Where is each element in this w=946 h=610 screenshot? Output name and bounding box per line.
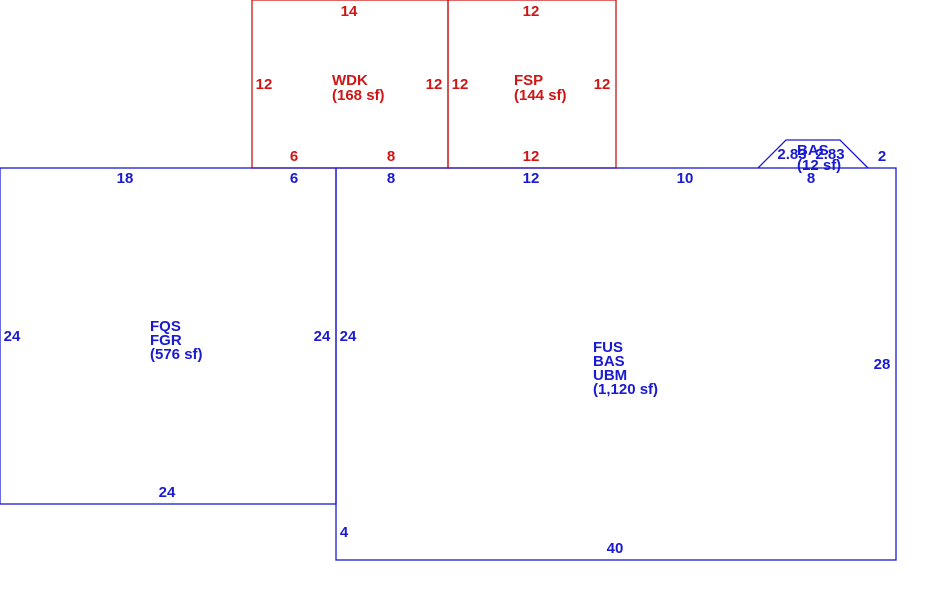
main-dim-top-1: 8 xyxy=(387,170,395,187)
wdk-area-sf: (168 sf) xyxy=(332,87,385,104)
garage-area-code-2: FGR xyxy=(150,332,182,349)
wdk-area-code: WDK xyxy=(332,72,368,89)
main-area-sf: (1,120 sf) xyxy=(593,381,658,398)
garage-dim-right: 24 xyxy=(314,328,331,345)
main-dim-right: 28 xyxy=(874,356,891,373)
garage-area-code-1: FQS xyxy=(150,318,181,335)
main-area-code-2: BAS xyxy=(593,353,625,370)
fsp-dim-top: 12 xyxy=(523,3,540,20)
garage-dim-top-left: 18 xyxy=(117,170,134,187)
main-area-code-3: UBM xyxy=(593,367,627,384)
garage-dim-left: 24 xyxy=(4,328,21,345)
main-area-code-1: FUS xyxy=(593,339,623,356)
main-dim-top-2: 12 xyxy=(523,170,540,187)
fsp-area-code: FSP xyxy=(514,72,543,89)
bay-dim-side: 2 xyxy=(878,148,886,165)
fsp-dim-right: 12 xyxy=(594,76,611,93)
wdk-dim-top: 14 xyxy=(341,3,358,20)
main-dim-left: 24 xyxy=(340,328,357,345)
bay-dim-right: 2.83 xyxy=(815,146,844,163)
bay-dim-left: 2.83 xyxy=(777,146,806,163)
main-dim-left-jog: 4 xyxy=(340,524,349,541)
fsp-dim-left: 12 xyxy=(452,76,469,93)
fsp-area-sf: (144 sf) xyxy=(514,87,567,104)
wdk-dim-left: 12 xyxy=(256,76,273,93)
wdk-dim-bottom-left: 6 xyxy=(290,148,298,165)
fsp-dim-bottom: 12 xyxy=(523,148,540,165)
garage-area-sf: (576 sf) xyxy=(150,346,203,363)
wdk-dim-bottom-right: 8 xyxy=(387,148,395,165)
garage-dim-bottom: 24 xyxy=(159,484,176,501)
wdk-dim-right: 12 xyxy=(426,76,443,93)
main-dim-bottom: 40 xyxy=(607,540,624,557)
garage-dim-top-right: 6 xyxy=(290,170,298,187)
bay-dim-bottom: 8 xyxy=(807,170,815,187)
bay-area-sf: (12 sf) xyxy=(797,157,841,174)
main-dim-top-3: 10 xyxy=(677,170,694,187)
main-outline xyxy=(335,167,897,561)
bay-outline xyxy=(757,139,869,169)
bay-area-code: BAS xyxy=(797,142,829,159)
